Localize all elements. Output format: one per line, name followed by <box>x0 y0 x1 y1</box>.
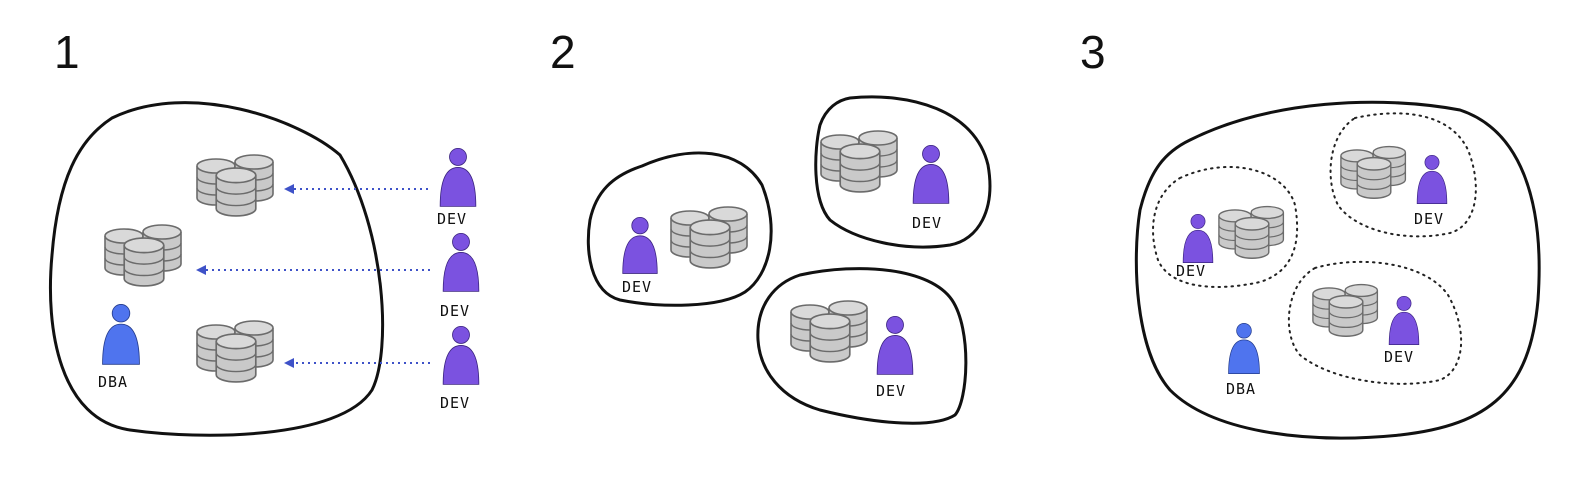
dev-label: DEV <box>440 394 470 412</box>
database-cluster-icon <box>197 155 273 216</box>
dba-person-icon <box>1228 322 1260 375</box>
database-cluster-icon <box>1313 285 1377 337</box>
dev-person-icon <box>1182 213 1214 264</box>
dev-person-icon <box>439 147 477 207</box>
panel-2-number: 2 <box>550 26 576 78</box>
panel-3-number: 3 <box>1080 26 1106 78</box>
dev-label: DEV <box>622 278 652 296</box>
panel-1: DBA DEV DEV DEV <box>48 101 480 437</box>
panel-1-number: 1 <box>54 26 80 78</box>
dev-person-icon <box>442 232 480 292</box>
database-cluster-icon <box>791 301 867 362</box>
team-boundary <box>756 267 968 425</box>
dev-label: DEV <box>440 302 470 320</box>
database-cluster-icon <box>1219 207 1283 259</box>
team-boundary <box>586 151 773 307</box>
database-cluster-icon <box>197 321 273 382</box>
platform-boundary <box>1134 100 1541 440</box>
panel-2: DEV DEV DEV <box>586 95 992 425</box>
dev-label: DEV <box>1384 348 1414 366</box>
dev-label: DEV <box>1414 210 1444 228</box>
dev-person-icon <box>876 315 914 375</box>
database-cluster-icon <box>671 207 747 268</box>
database-cluster-icon <box>105 225 181 286</box>
database-cluster-icon <box>821 131 897 192</box>
team-boundary <box>814 95 992 249</box>
shared-database-boundary <box>48 101 385 437</box>
dba-label: DBA <box>98 373 128 391</box>
dev-person-icon <box>912 144 950 204</box>
team-boundary-dotted <box>1152 166 1299 288</box>
dev-person-icon <box>442 325 480 385</box>
dba-person-icon <box>102 303 140 365</box>
dev-label: DEV <box>912 214 942 232</box>
dba-label: DBA <box>1226 380 1256 398</box>
panel-3: DEV DEV DEV DBA <box>1134 100 1541 440</box>
dev-person-icon <box>1416 154 1448 205</box>
team-boundary-dotted <box>1329 112 1477 238</box>
dev-person-icon <box>622 216 658 274</box>
dev-label: DEV <box>437 210 467 228</box>
dev-label: DEV <box>1176 262 1206 280</box>
dev-person-icon <box>1388 295 1420 346</box>
dev-label: DEV <box>876 382 906 400</box>
database-cluster-icon <box>1341 147 1405 199</box>
